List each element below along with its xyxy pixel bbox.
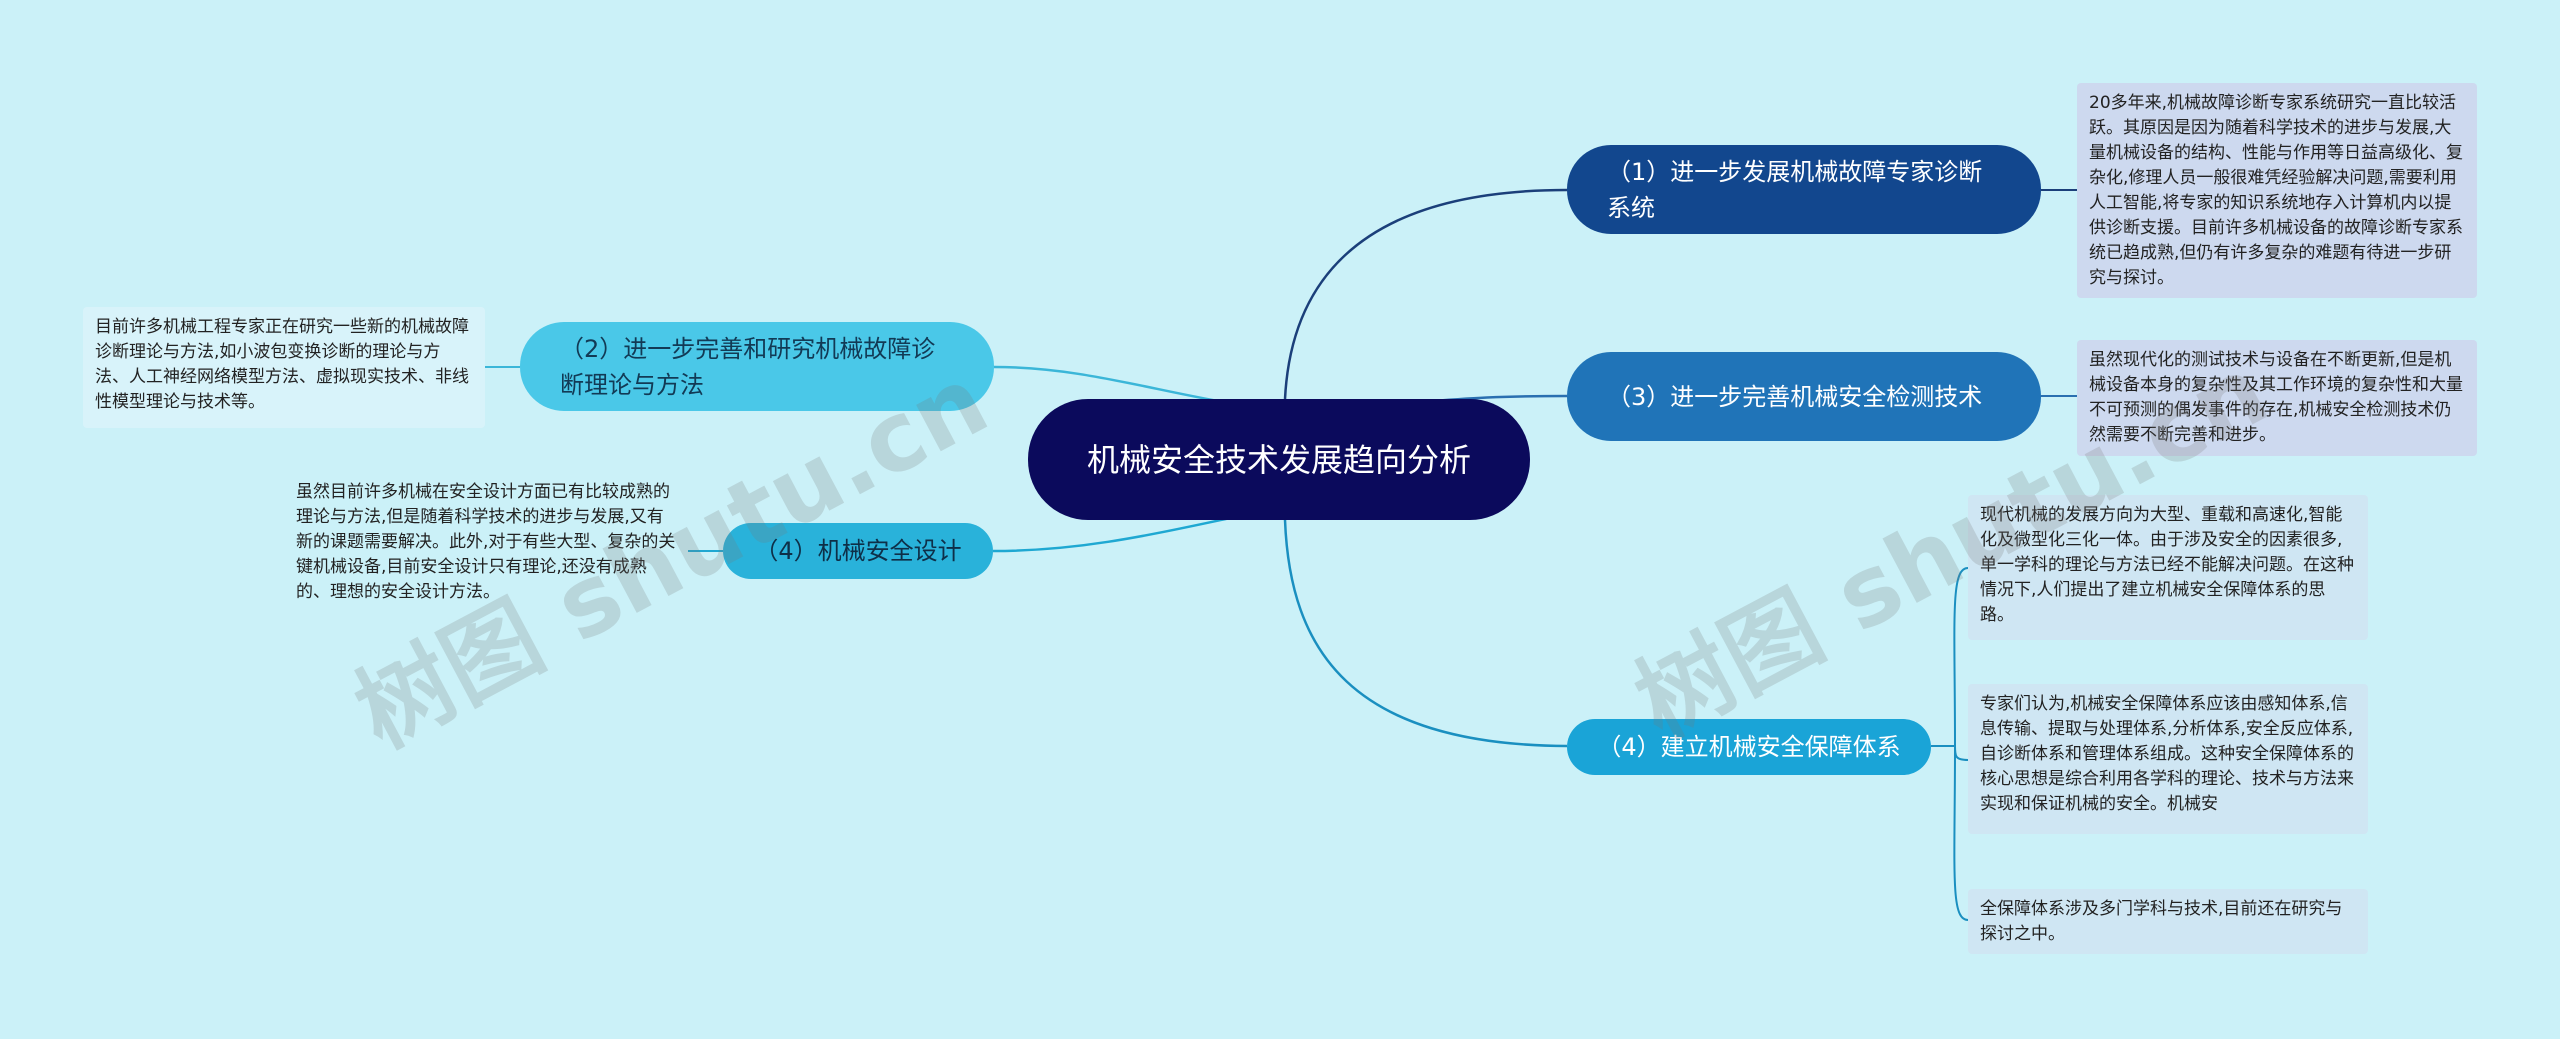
note-detection-technology[interactable]: 虽然现代化的测试技术与设备在不断更新,但是机械设备本身的复杂性及其工作环境的复杂… <box>2077 340 2477 456</box>
branch-label: （2）进一步完善和研究机械故障诊断理论与方法 <box>560 334 936 399</box>
branch-safety-assurance-system[interactable]: （4）建立机械安全保障体系 <box>1567 719 1931 775</box>
branch-label: （4）建立机械安全保障体系 <box>1597 733 1901 761</box>
branch-label: （4）机械安全设计 <box>754 537 962 565</box>
note-assurance-composition[interactable]: 专家们认为,机械安全保障体系应该由感知体系,信息传输、提取与处理体系,分析体系,… <box>1968 684 2368 834</box>
branch-diagnosis-theory[interactable]: （2）进一步完善和研究机械故障诊断理论与方法 <box>520 322 994 411</box>
branch-safety-design[interactable]: （4）机械安全设计 <box>723 523 993 579</box>
note-safety-design[interactable]: 虽然目前许多机械在安全设计方面已有比较成熟的理论与方法,但是随着科学技术的进步与… <box>296 482 676 602</box>
root-topic[interactable]: 机械安全技术发展趋向分析 <box>1028 399 1530 520</box>
note-assurance-background[interactable]: 现代机械的发展方向为大型、重载和高速化,智能化及微型化三化一体。由于涉及安全的因… <box>1968 495 2368 640</box>
note-diagnosis-theory[interactable]: 目前许多机械工程专家正在研究一些新的机械故障诊断理论与方法,如小波包变换诊断的理… <box>83 307 485 428</box>
connector-b5-notes <box>1931 567 1969 921</box>
root-topic-label: 机械安全技术发展趋向分析 <box>1086 440 1471 479</box>
branch-expert-diagnosis-system[interactable]: （1）进一步发展机械故障专家诊断系统 <box>1567 145 2041 234</box>
note-expert-system[interactable]: 20多年来,机械故障诊断专家系统研究一直比较活跃。其原因是因为随着科学技术的进步… <box>2077 83 2477 298</box>
connector-root-to-b1 <box>1283 188 1568 400</box>
branch-safety-detection[interactable]: （3）进一步完善机械安全检测技术 <box>1567 352 2041 441</box>
connector-root-to-b2 <box>993 365 1236 406</box>
note-assurance-status[interactable]: 全保障体系涉及多门学科与技术,目前还在研究与探讨之中。 <box>1968 889 2368 954</box>
connector-root-to-b4 <box>992 515 1236 553</box>
connector-root-to-b5 <box>1283 519 1568 748</box>
branch-label: （1）进一步发展机械故障专家诊断系统 <box>1607 157 1983 222</box>
branch-label: （3）进一步完善机械安全检测技术 <box>1607 382 1983 411</box>
